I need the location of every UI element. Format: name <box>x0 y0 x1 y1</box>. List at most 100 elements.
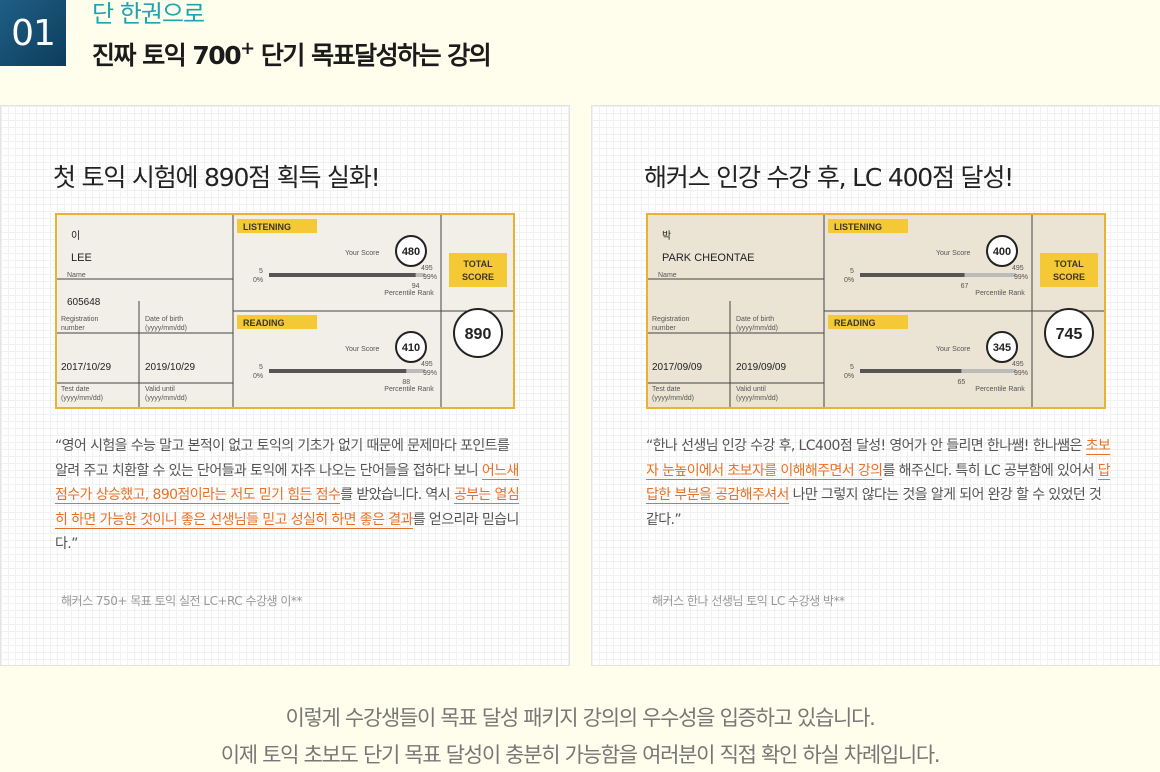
listening-score-circle <box>395 235 427 267</box>
listening-score-circle <box>986 235 1018 267</box>
listening-percentile: 94 <box>412 283 420 290</box>
listening-pct-min: 0% <box>844 277 854 284</box>
listening-percentile-label: Percentile Rank <box>384 290 434 297</box>
test-date: 2017/10/29 <box>61 362 111 373</box>
reading-scale-max: 495 <box>421 361 433 368</box>
section-subtitle: 단 한권으로 <box>92 0 205 28</box>
listening-scale-min: 5 <box>259 268 263 275</box>
section-title: 진짜 토익 700+ 단기 목표달성하는 강의 <box>92 32 492 73</box>
registration-label-2: number <box>61 325 85 332</box>
reading-pct-min: 0% <box>253 373 263 380</box>
test-date-label-1: Test date <box>652 386 681 393</box>
review-title: 해커스 인강 수강 후, LC 400점 달성! <box>644 163 1014 192</box>
footer-message: 이렇게 수강생들이 목표 달성 패키지 강의의 우수성을 입증하고 있습니다. … <box>0 700 1160 772</box>
valid-label-2: (yyyy/mm/dd) <box>145 395 187 402</box>
registration-label-1: Registration <box>61 316 98 323</box>
reading-pct-max: 99% <box>423 370 437 377</box>
listening-label-bg <box>828 219 908 233</box>
test-date-label-2: (yyyy/mm/dd) <box>652 395 694 402</box>
title-post: 단기 목표달성하는 강의 <box>253 41 492 70</box>
listening-score: 480 <box>402 246 420 258</box>
listening-percentile-label: Percentile Rank <box>975 290 1025 297</box>
reading-percentile-label: Percentile Rank <box>975 386 1025 393</box>
total-label-bg <box>449 253 507 287</box>
valid-label-2: (yyyy/mm/dd) <box>736 395 778 402</box>
dob-label-2: (yyyy/mm/dd) <box>145 325 187 332</box>
name-label: Name <box>658 272 677 279</box>
valid-label-1: Valid until <box>736 386 766 393</box>
valid-until-date: 2019/09/09 <box>736 362 786 373</box>
section-header: 01 단 한권으로 진짜 토익 700+ 단기 목표달성하는 강의 <box>0 0 1160 70</box>
registration-label-1: Registration <box>652 316 689 323</box>
listening-your-score-label: Your Score <box>936 250 970 257</box>
listening-label: LISTENING <box>243 222 291 232</box>
reading-score: 410 <box>402 342 420 354</box>
review-author: 해커스 한나 선생님 토익 LC 수강생 박** <box>652 594 845 608</box>
review-title: 첫 토익 시험에 890점 획득 실화! <box>53 163 381 192</box>
total-score-circle <box>453 308 503 358</box>
quote-highlight: 답답한 부분을 공감해주셔서 <box>646 462 1111 504</box>
name-label: Name <box>67 272 86 279</box>
reading-label: READING <box>243 318 285 328</box>
listening-scale-max: 495 <box>421 265 433 272</box>
reading-scale-min: 5 <box>850 364 854 371</box>
reading-rank-fill <box>269 369 407 373</box>
quote-text: 를 받았습니다. 역시 <box>340 487 454 503</box>
quote-text: 를 얻으리라 믿습니다.” <box>55 511 519 553</box>
total-label-2: SCORE <box>462 272 494 282</box>
quote-highlight: 초보자 눈높이에서 초보자를 이해해주면서 강의 <box>646 438 1111 480</box>
listening-label-bg <box>237 219 317 233</box>
total-score-circle <box>1044 308 1094 358</box>
reading-rank-fill <box>860 369 962 373</box>
dob-label-1: Date of birth <box>145 316 183 323</box>
test-date-label-1: Test date <box>61 386 90 393</box>
listening-score: 400 <box>993 246 1011 258</box>
reading-percentile: 65 <box>958 379 966 386</box>
registration-number: 605648 <box>67 297 101 308</box>
dob-label-1: Date of birth <box>736 316 774 323</box>
name-line-2: LEE <box>71 252 92 264</box>
quote-text: 를 해주신다. 특히 LC 공부함에 있어서 <box>882 462 1098 479</box>
total-label-1: TOTAL <box>463 259 493 269</box>
quote-text: “영어 시험을 수능 말고 본적이 없고 토익의 기초가 없기 때문에 문제마다… <box>55 438 510 479</box>
reading-score-circle <box>395 331 427 363</box>
reading-pct-min: 0% <box>844 373 854 380</box>
reading-label: READING <box>834 318 876 328</box>
reading-pct-max: 99% <box>1014 370 1028 377</box>
reading-your-score-label: Your Score <box>345 346 379 353</box>
listening-pct-min: 0% <box>253 277 263 284</box>
total-label-2: SCORE <box>1053 272 1085 282</box>
section-number-badge: 01 <box>0 0 66 66</box>
listening-rank-fill <box>860 273 965 277</box>
name-line-2: PARK CHEONTAE <box>662 252 755 264</box>
reading-score-circle <box>986 331 1018 363</box>
dob-label-2: (yyyy/mm/dd) <box>736 325 778 332</box>
review-quote: “영어 시험을 수능 말고 본적이 없고 토익의 기초가 없기 때문에 문제마다… <box>55 434 525 557</box>
footer-line-1: 이렇게 수강생들이 목표 달성 패키지 강의의 우수성을 입증하고 있습니다. <box>285 706 876 730</box>
footer-line-2: 이제 토익 초보도 단기 목표 달성이 충분히 가능함을 여러분이 직접 확인 … <box>220 743 941 767</box>
listening-pct-max: 99% <box>423 274 437 281</box>
reading-your-score-label: Your Score <box>936 346 970 353</box>
reading-scale-min: 5 <box>259 364 263 371</box>
quote-highlight: 어느새 점수가 상승했고, 890점이라는 저도 믿기 힘든 점수 <box>55 462 519 504</box>
total-label-bg <box>1040 253 1098 287</box>
test-date-label-2: (yyyy/mm/dd) <box>61 395 103 402</box>
reading-score: 345 <box>993 342 1011 354</box>
listening-rank-fill <box>269 273 416 277</box>
quote-text: 나만 그렇지 않다는 것을 알게 되어 완강 할 수 있었던 것 같다.” <box>646 487 1102 528</box>
review-author: 해커스 750+ 목표 토익 실전 LC+RC 수강생 이** <box>61 594 302 608</box>
name-line-1: 이 <box>71 230 80 242</box>
listening-your-score-label: Your Score <box>345 250 379 257</box>
title-pre: 진짜 토익 700 <box>92 41 242 70</box>
test-date: 2017/09/09 <box>652 362 702 373</box>
reading-label-bg <box>828 315 908 329</box>
listening-pct-max: 99% <box>1014 274 1028 281</box>
total-label-1: TOTAL <box>1054 259 1084 269</box>
listening-scale-max: 495 <box>1012 265 1024 272</box>
listening-scale-min: 5 <box>850 268 854 275</box>
